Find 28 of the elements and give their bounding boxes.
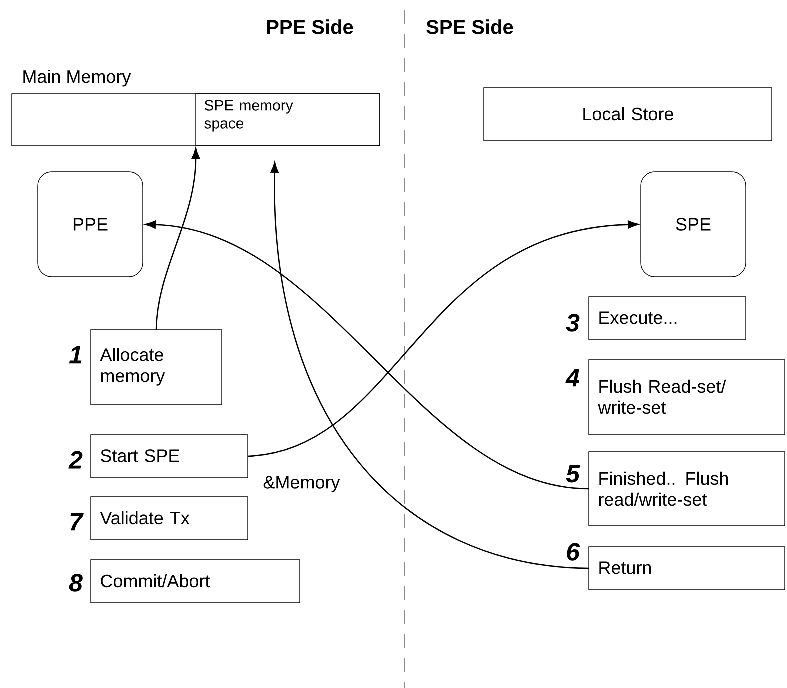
arrow	[248, 220, 639, 458]
step-number: 2	[68, 451, 83, 469]
side-heading: PPE Side	[267, 20, 354, 34]
step-number: 6	[567, 543, 580, 561]
step-number: 5	[566, 465, 580, 483]
step-box: Commit/Abort	[90, 560, 300, 604]
step-box: Start SPE	[90, 434, 248, 478]
node-label: Main Memory	[24, 70, 132, 87]
step-number: 7	[70, 513, 84, 531]
processor-box: PPE	[38, 172, 144, 278]
store-box: Local Store	[484, 88, 772, 142]
memory-region-box: SPE memory space	[196, 94, 380, 146]
step-box: Execute...	[588, 296, 746, 340]
step-number: 3	[566, 314, 580, 332]
step-box: Allocate memory	[90, 330, 222, 406]
step-box: Finished.. Flush read/write-set	[588, 452, 786, 526]
processor-box: SPE	[640, 172, 746, 278]
edge-label: &Memory	[262, 475, 342, 494]
arrow	[156, 148, 200, 330]
step-number: 4	[566, 369, 580, 387]
step-box: Return	[588, 546, 786, 590]
step-box: Validate Tx	[90, 496, 248, 540]
side-heading: SPE Side	[426, 20, 514, 34]
step-number: 8	[69, 574, 83, 592]
step-box: Flush Read-set/ write-set	[588, 360, 786, 436]
arrow	[270, 162, 590, 570]
step-number: 1	[69, 346, 82, 364]
arrow	[145, 220, 590, 490]
